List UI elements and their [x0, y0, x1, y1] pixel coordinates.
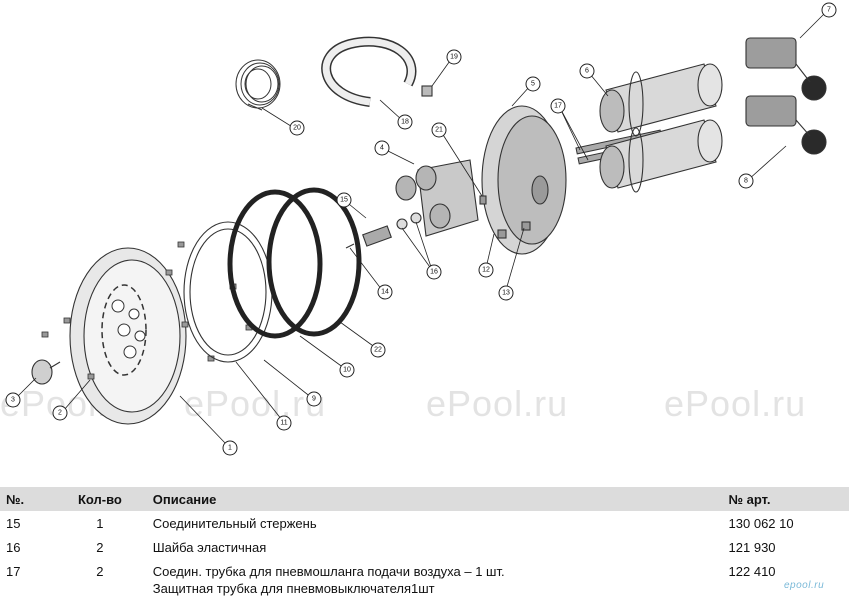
- svg-text:7: 7: [827, 7, 831, 14]
- col-header-number: №.: [0, 487, 52, 511]
- screw-part: [521, 221, 531, 231]
- callout-4: 4: [374, 140, 390, 156]
- callout-12: 12: [478, 262, 494, 278]
- row-description-line-2: Защитная трубка для пневмовыключателя1шт: [152, 581, 435, 596]
- table-header-row: №. Кол-во Описание № арт.: [0, 487, 849, 511]
- row-description: Соедин. трубка для пневмошланга подачи в…: [149, 559, 725, 603]
- svg-text:14: 14: [381, 289, 389, 296]
- housing-part: [481, 105, 567, 255]
- svg-text:12: 12: [482, 267, 490, 274]
- callout-17: 17: [550, 98, 566, 114]
- row-description: Шайба эластичная: [152, 539, 267, 555]
- svg-text:8: 8: [744, 178, 748, 185]
- svg-text:6: 6: [585, 68, 589, 75]
- callout-13: 13: [498, 285, 514, 301]
- valve-part: [745, 37, 827, 101]
- table-row: 16 2 Шайба эластичная 121 930: [0, 535, 849, 559]
- callout-7: 7: [821, 2, 837, 18]
- knob-part: [31, 359, 61, 385]
- washer-part: [396, 218, 408, 230]
- svg-text:4: 4: [380, 145, 384, 152]
- svg-text:20: 20: [293, 125, 301, 132]
- hose-part: [321, 36, 417, 107]
- svg-text:16: 16: [430, 269, 438, 276]
- callout-8: 8: [738, 173, 754, 189]
- valve-part: [745, 95, 827, 155]
- svg-text:3: 3: [11, 397, 15, 404]
- callout-9: 9: [306, 391, 322, 407]
- row-description-line-1: Соедин. трубка для пневмошланга подачи в…: [152, 564, 505, 579]
- callout-2: 2: [52, 405, 68, 421]
- callout-19: 19: [446, 49, 462, 65]
- svg-text:11: 11: [280, 420, 287, 427]
- col-header-description: Описание: [148, 487, 725, 511]
- callout-11: 11: [276, 415, 292, 431]
- callout-1: 1: [222, 440, 238, 456]
- parts-table: №. Кол-во Описание № арт. 15 1 Соедините…: [0, 487, 849, 603]
- row-number: 17: [6, 564, 21, 579]
- callout-16: 16: [426, 264, 442, 280]
- table-row: 17 2 Соедин. трубка для пневмошланга под…: [0, 559, 849, 603]
- callout-21: 21: [431, 122, 447, 138]
- exploded-parts-diagram: 1 2 3 4 5 6 7 8 9 10 11 12 13 14 15 16 1…: [5, 2, 837, 456]
- row-number: 15: [6, 515, 21, 531]
- pipes-part: [599, 63, 723, 193]
- svg-text:18: 18: [401, 119, 409, 126]
- nozzle-body-part: [395, 159, 479, 237]
- watermark: ePool.ru: [426, 383, 569, 424]
- screw-part: [479, 195, 487, 205]
- seal-ring-part: [227, 189, 323, 339]
- callout-18: 18: [397, 114, 413, 130]
- callout-10: 10: [339, 362, 355, 378]
- callout-5: 5: [525, 76, 541, 92]
- svg-text:10: 10: [343, 367, 351, 374]
- brand-logo: epool.ru: [784, 580, 825, 591]
- row-quantity: 2: [96, 539, 104, 555]
- row-article: 121 930: [728, 539, 776, 555]
- svg-text:22: 22: [374, 347, 382, 354]
- col-header-article: № арт.: [724, 487, 849, 511]
- svg-text:5: 5: [531, 81, 535, 88]
- screw-part: [497, 229, 507, 239]
- coiled-tube-part: [235, 59, 281, 111]
- callout-3: 3: [5, 392, 21, 408]
- callout-15: 15: [336, 192, 352, 208]
- callout-20: 20: [289, 120, 305, 136]
- callout-22: 22: [370, 342, 386, 358]
- col-header-quantity: Кол-во: [51, 487, 149, 511]
- row-article: 130 062 10: [728, 515, 794, 531]
- pin-part: [345, 243, 355, 249]
- gasket-ring-part: [183, 221, 273, 363]
- callout-6: 6: [579, 63, 595, 79]
- watermark: ePool.ru: [664, 383, 807, 424]
- washer-part: [410, 212, 422, 224]
- table-row: 15 1 Соединительный стержень 130 062 10: [0, 511, 849, 535]
- svg-text:19: 19: [450, 54, 458, 61]
- row-quantity: 1: [96, 515, 104, 531]
- row-quantity: 2: [96, 564, 104, 579]
- clip-part: [421, 85, 433, 97]
- svg-text:13: 13: [502, 290, 510, 297]
- svg-text:9: 9: [312, 396, 316, 403]
- connector-rod-part: [362, 225, 392, 247]
- row-number: 16: [6, 539, 21, 555]
- svg-text:21: 21: [435, 127, 443, 134]
- front-cover-part: [69, 247, 187, 425]
- row-article: 122 410: [728, 564, 776, 579]
- svg-text:15: 15: [340, 197, 348, 204]
- callout-14: 14: [377, 284, 393, 300]
- seal-ring-part: [266, 187, 362, 337]
- svg-text:1: 1: [228, 445, 232, 452]
- svg-text:2: 2: [58, 410, 62, 417]
- svg-text:17: 17: [554, 103, 562, 110]
- row-description: Соединительный стержень: [152, 515, 317, 531]
